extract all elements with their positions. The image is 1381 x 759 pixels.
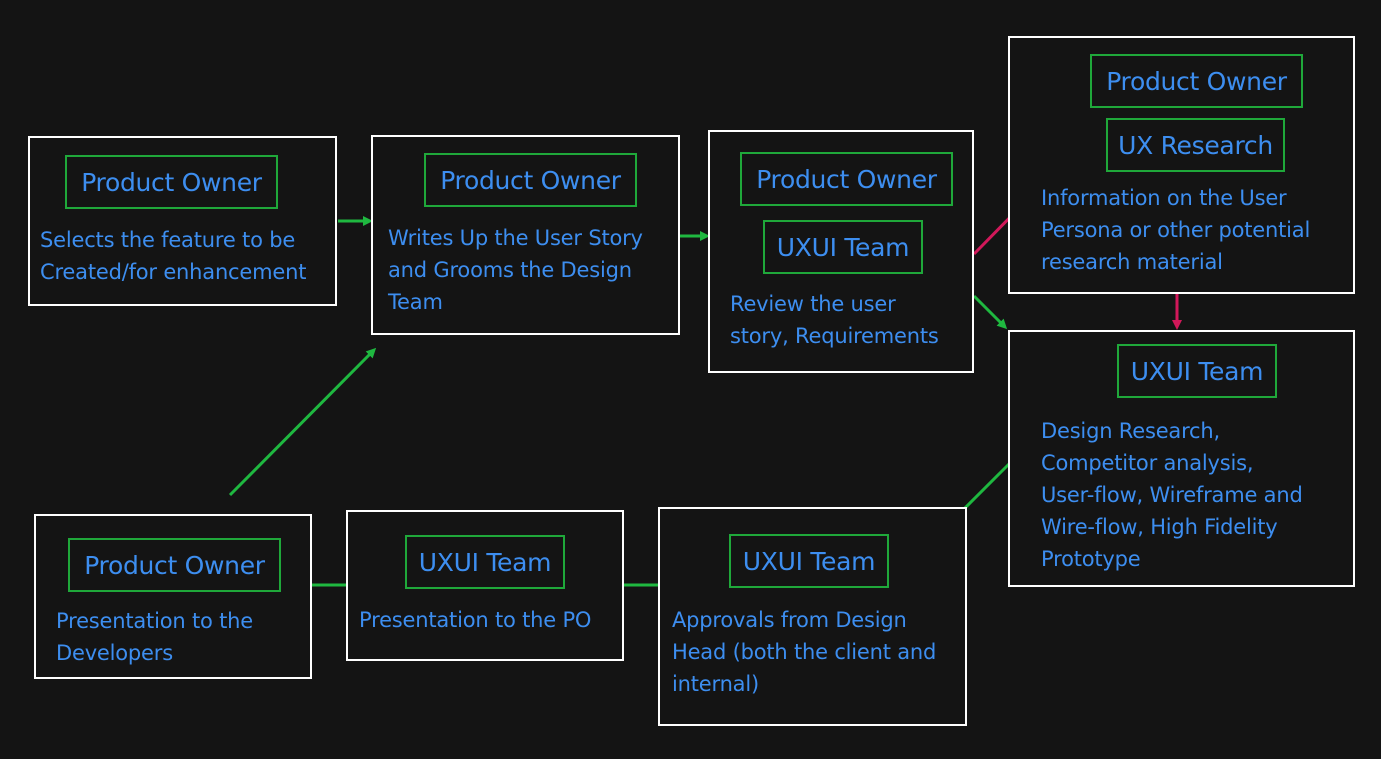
step-design-research: UXUI Team Design Research, Competitor an… <box>1008 330 1355 587</box>
step-description: Selects the feature to be Created/for en… <box>40 228 307 284</box>
role-uxui-team: UXUI Team <box>405 535 565 589</box>
step-approvals: UXUI Team Approvals from Design Head (bo… <box>658 507 967 726</box>
step-description: Information on the User Persona or other… <box>1041 186 1311 274</box>
role-uxui-team: UXUI Team <box>1117 344 1277 398</box>
role-uxui-team: UXUI Team <box>763 220 923 274</box>
step-description: Review the user story, Requirements <box>730 292 939 348</box>
role-uxui-team: UXUI Team <box>729 534 889 588</box>
step-presentation-developers: Product Owner Presentation to the Develo… <box>34 514 312 679</box>
role-product-owner: Product Owner <box>65 155 278 209</box>
step-description: Design Research, Competitor analysis, Us… <box>1041 419 1303 571</box>
arrow-n5-to-n6 <box>954 459 1014 519</box>
step-ux-research: Product Owner UX Research Information on… <box>1008 36 1355 294</box>
step-description: Writes Up the User Story and Grooms the … <box>388 226 643 314</box>
step-description: Approvals from Design Head (both the cli… <box>672 608 937 696</box>
step-presentation-po: UXUI Team Presentation to the PO <box>346 510 624 661</box>
role-product-owner: Product Owner <box>740 152 953 206</box>
arrow-n3-to-n5 <box>972 294 1008 330</box>
role-ux-research: UX Research <box>1106 118 1285 172</box>
arrow-n8-to-n2 <box>228 347 377 497</box>
step-review-story: Product Owner UXUI Team Review the user … <box>708 130 974 373</box>
role-product-owner: Product Owner <box>424 153 637 207</box>
step-select-feature: Product Owner Selects the feature to be … <box>28 136 337 306</box>
role-product-owner: Product Owner <box>68 538 281 592</box>
step-write-user-story: Product Owner Writes Up the User Story a… <box>371 135 680 335</box>
step-description: Presentation to the PO <box>359 608 592 632</box>
role-product-owner: Product Owner <box>1090 54 1303 108</box>
step-description: Presentation to the Developers <box>56 609 253 665</box>
